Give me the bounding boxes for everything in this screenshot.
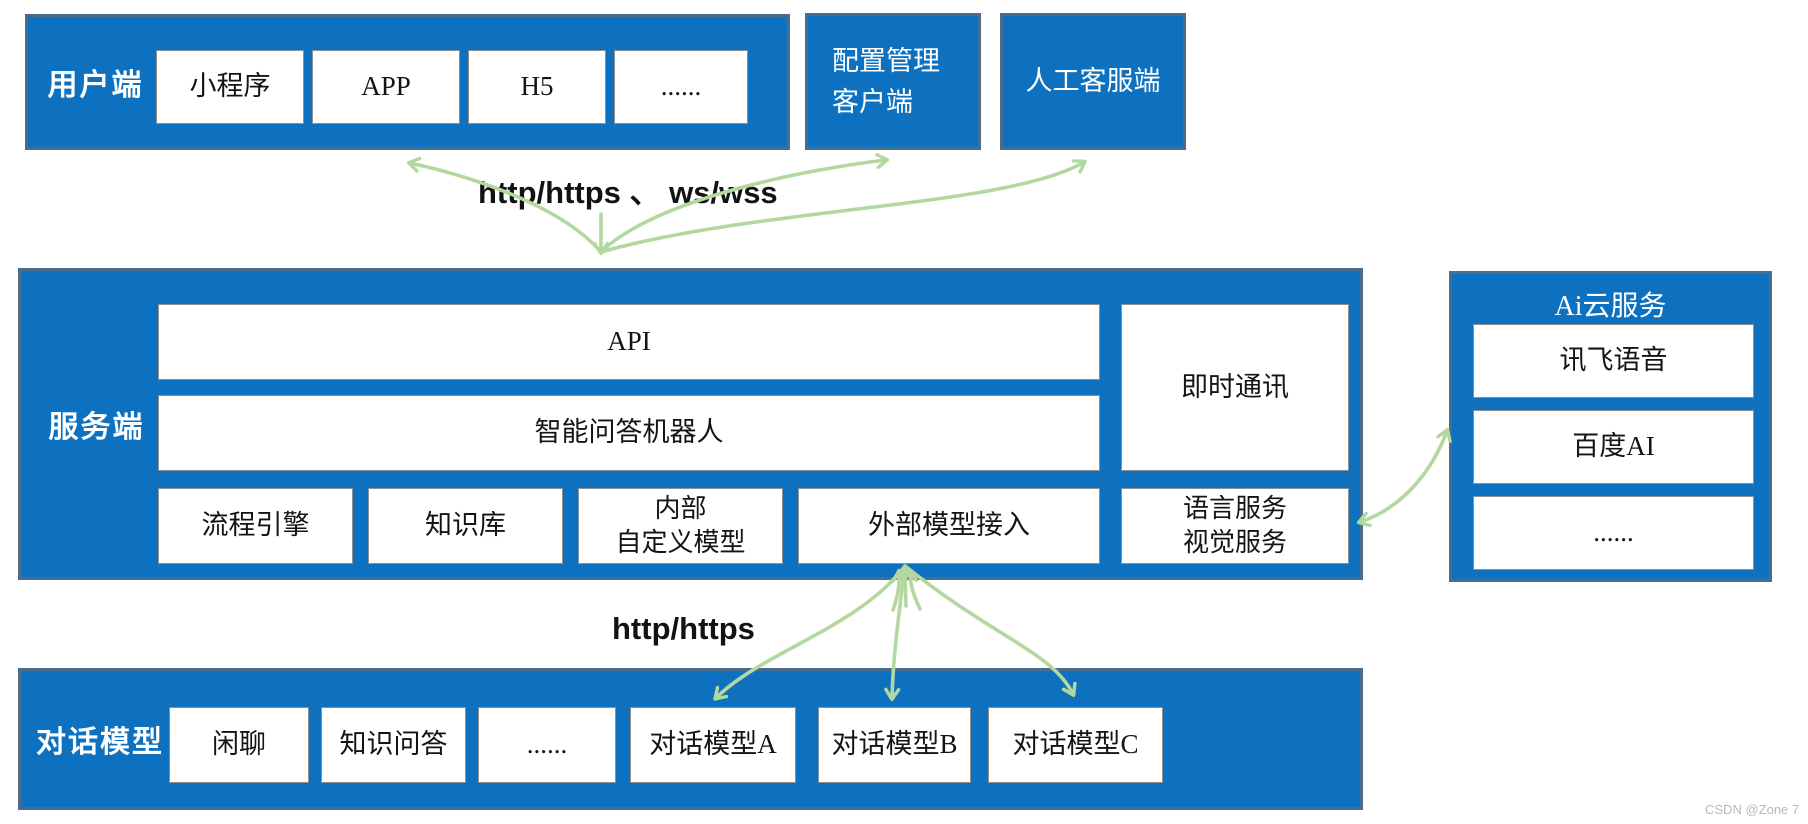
dialog-box-model-b: 对话模型B (818, 707, 971, 783)
ai-cloud-panel: Ai云服务 讯飞语音 百度AI ...... (1449, 271, 1772, 582)
dialog-band: 对话模型 闲聊 知识问答 ...... 对话模型A 对话模型B 对话模型C (18, 668, 1363, 810)
server-band-label: 服务端 (48, 411, 145, 444)
flow-engine-box: 流程引擎 (158, 488, 353, 564)
user-box-more: ...... (614, 50, 748, 124)
lang-service-box: 语言服务 视觉服务 (1121, 488, 1349, 564)
protocol-top-label: http/https 、 ws/wss (478, 175, 778, 210)
dialog-box-model-c: 对话模型C (988, 707, 1163, 783)
watermark-text: CSDN @Zone 7 (1705, 802, 1800, 817)
user-box-app: APP (312, 50, 460, 124)
user-box-h5: H5 (468, 50, 606, 124)
user-band-boxes: 小程序 APP H5 ...... (156, 50, 748, 124)
bot-box: 智能问答机器人 (158, 395, 1100, 471)
user-box-miniprogram: 小程序 (156, 50, 304, 124)
cloud-arrow (1356, 427, 1452, 528)
arrow-server-aicloud (1356, 427, 1452, 528)
dialog-box-more: ...... (478, 707, 616, 783)
server-band: 服务端 API 智能问答机器人 流程引擎 知识库 内部 自定义模型 外部模型接入… (18, 268, 1363, 580)
config-client-line2: 客户端 (832, 86, 913, 117)
ai-box-xunfei: 讯飞语音 (1473, 324, 1754, 398)
knowledge-base-box: 知识库 (368, 488, 563, 564)
lang-service-line1: 语言服务 (1182, 494, 1287, 524)
config-client-line1: 配置管理 (832, 46, 940, 76)
user-band: 用户端 小程序 APP H5 ...... (25, 14, 790, 150)
internal-model-line2: 自定义模型 (615, 528, 746, 557)
agent-client-box: 人工客服端 (1000, 13, 1186, 150)
dialog-box-chat: 闲聊 (169, 707, 309, 783)
config-client-box: 配置管理 客户端 (805, 13, 981, 150)
dialog-box-qa: 知识问答 (321, 707, 466, 783)
external-model-box: 外部模型接入 (798, 488, 1100, 564)
protocol-bottom-label: http/https (612, 611, 755, 646)
lang-service-line2: 视觉服务 (1182, 528, 1287, 557)
ai-box-baidu: 百度AI (1473, 410, 1754, 484)
dialog-band-label: 对话模型 (36, 726, 164, 759)
internal-model-box: 内部 自定义模型 (578, 488, 783, 564)
ai-box-more: ...... (1473, 496, 1754, 570)
dialog-box-model-a: 对话模型A (630, 707, 796, 783)
agent-client-label: 人工客服端 (1025, 66, 1161, 97)
api-box: API (158, 304, 1100, 380)
internal-model-line1: 内部 (654, 494, 707, 524)
im-box: 即时通讯 (1121, 304, 1349, 471)
ai-cloud-title: Ai云服务 (1554, 291, 1667, 322)
user-band-label: 用户端 (47, 69, 144, 102)
